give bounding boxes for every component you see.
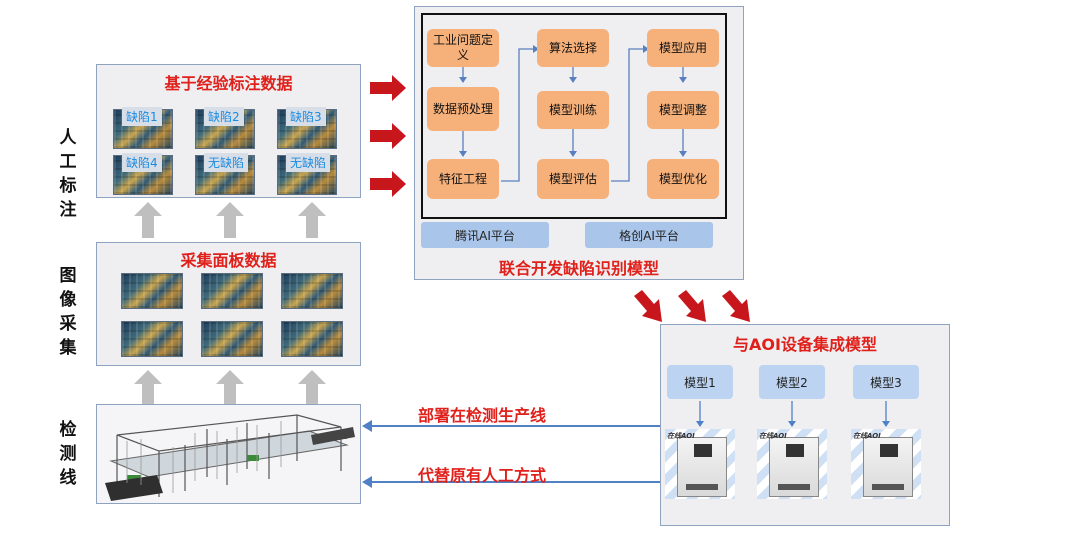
aoi-panel-title: 与AOI设备集成模型 — [733, 335, 877, 354]
annotated-image-1: 缺陷1 — [113, 107, 173, 149]
no-defect-tag-1: 无缺陷 — [204, 153, 249, 172]
flow-step-problem-definition: 工业问题定义 — [427, 29, 499, 67]
aoi-machine-3: 在线AOI — [851, 429, 921, 499]
collection-panel-title: 采集面板数据 — [180, 251, 277, 270]
platform-tencent-ai: 腾讯AI平台 — [421, 222, 549, 248]
no-defect-tag-2: 无缺陷 — [286, 153, 331, 172]
aoi-machine-1: 在线AOI — [665, 429, 735, 499]
production-line-illustration — [105, 414, 355, 501]
flow-connectors — [459, 45, 687, 182]
label-image-collection: 图像采集 — [59, 266, 77, 358]
aoi-machine-3-brand: 在线AOI — [853, 432, 881, 440]
annotated-image-3: 缺陷3 — [277, 107, 337, 149]
deploy-arrows — [362, 420, 660, 488]
collected-image-1 — [121, 273, 183, 309]
model-3-box: 模型3 — [853, 365, 919, 399]
replace-text: 代替原有人工方式 — [418, 466, 547, 485]
annotated-image-6: 无缺陷 — [277, 153, 337, 195]
gray-up-arrows-top — [134, 202, 326, 238]
gray-up-arrows-bottom — [134, 370, 326, 404]
flow-step-feature-engineering: 特征工程 — [427, 159, 499, 199]
collected-image-4 — [121, 321, 183, 357]
collection-panel: 采集面板数据 — [96, 242, 361, 366]
annotated-image-5: 无缺陷 — [195, 153, 255, 195]
inspection-line-panel — [96, 404, 361, 504]
joint-development-panel: 工业问题定义 数据预处理 特征工程 算法选择 模型训练 模型评估 模型应用 模型… — [414, 6, 744, 280]
deploy-text: 部署在检测生产线 — [418, 406, 547, 425]
flow-step-algorithm-selection: 算法选择 — [537, 29, 609, 67]
annotation-panel-title: 基于经验标注数据 — [164, 74, 293, 93]
flow-step-model-optimization: 模型优化 — [647, 159, 719, 199]
joint-panel-title: 联合开发缺陷识别模型 — [498, 259, 659, 278]
collected-image-3 — [281, 273, 343, 309]
defect-tag-3: 缺陷3 — [286, 107, 326, 126]
model-to-machine-arrows — [696, 401, 890, 427]
defect-tag-2: 缺陷2 — [204, 107, 244, 126]
collected-image-6 — [281, 321, 343, 357]
annotated-image-2: 缺陷2 — [195, 107, 255, 149]
defect-tag-4: 缺陷4 — [122, 153, 162, 172]
aoi-machine-2: 在线AOI — [757, 429, 827, 499]
collected-image-5 — [201, 321, 263, 357]
red-diagonal-arrows — [634, 290, 750, 322]
model-2-box: 模型2 — [759, 365, 825, 399]
flow-step-model-application: 模型应用 — [647, 29, 719, 67]
annotated-image-4: 缺陷4 — [113, 153, 173, 195]
aoi-machine-2-brand: 在线AOI — [759, 432, 787, 440]
modeling-flow-box: 工业问题定义 数据预处理 特征工程 算法选择 模型训练 模型评估 模型应用 模型… — [421, 13, 727, 219]
annotation-panel: 基于经验标注数据 缺陷1 缺陷2 缺陷3 缺陷4 无缺陷 无缺陷 — [96, 64, 361, 198]
flow-step-model-tuning: 模型调整 — [647, 91, 719, 129]
aoi-machine-1-brand: 在线AOI — [667, 432, 695, 440]
red-right-arrows — [370, 75, 406, 197]
flow-step-model-evaluation: 模型评估 — [537, 159, 609, 199]
defect-tag-1: 缺陷1 — [122, 107, 162, 126]
platform-gechuang-ai: 格创AI平台 — [585, 222, 713, 248]
label-inspection-line: 检测线 — [59, 420, 77, 488]
model-1-box: 模型1 — [667, 365, 733, 399]
aoi-integration-panel: 与AOI设备集成模型 模型1 模型2 模型3 在线AOI 在线AOI 在线AOI — [660, 324, 950, 526]
flow-step-model-training: 模型训练 — [537, 91, 609, 129]
label-manual-annotation: 人工标注 — [59, 128, 77, 220]
collected-image-2 — [201, 273, 263, 309]
flow-step-preprocessing: 数据预处理 — [427, 87, 499, 131]
